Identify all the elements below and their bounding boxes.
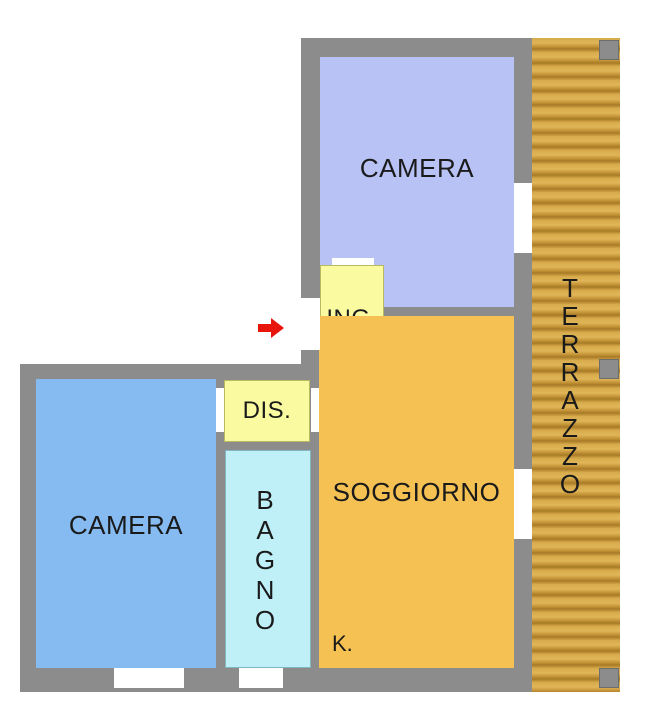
window-camera-left [114,668,184,688]
room-soggiorno: SOGGIORNO [319,316,514,668]
camera-left-label: CAMERA [68,510,184,540]
camera-top-label: CAMERA [359,152,475,183]
window-soggiorno [514,469,532,539]
room-camera-left: CAMERA [36,379,216,668]
terrace-post-middle [599,359,619,379]
ingresso-door-top [332,258,374,265]
window-camera-top [514,183,532,253]
door-disimpegno-right [311,388,319,432]
terrazzo-label: T E R R A Z Z O [559,273,581,499]
disimpegno-label: DIS. [242,397,292,424]
room-bagno [225,450,311,668]
terrace-post-top [599,40,619,60]
terrace-post-bottom [599,668,619,688]
kitchen-mark: K. [332,631,353,656]
room-camera-top: CAMERA [320,57,514,307]
bagno-label: B A G N O [254,485,276,635]
room-disimpegno: DIS. [224,380,310,442]
window-bagno [239,668,283,688]
door-disimpegno-left [216,388,224,432]
entrance-door [301,298,320,350]
red-arrow-right-icon [258,318,284,338]
soggiorno-label: SOGGIORNO [332,476,501,507]
